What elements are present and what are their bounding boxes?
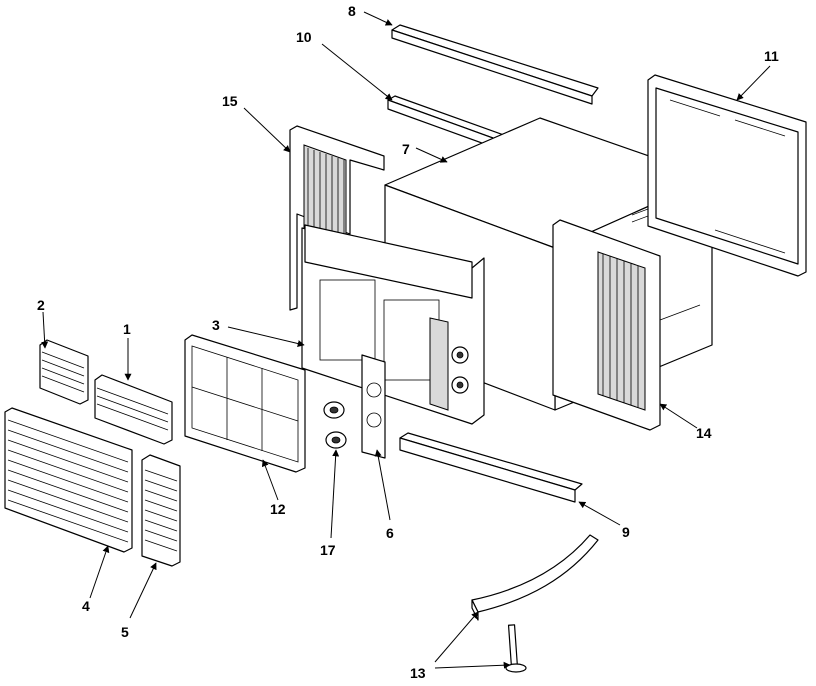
label-part-10: 10 <box>296 29 312 45</box>
label-part-8: 8 <box>348 3 356 19</box>
callout-labels: 8 10 11 15 7 2 1 3 14 12 9 4 17 6 5 13 <box>37 3 779 681</box>
label-part-11: 11 <box>764 48 779 64</box>
label-part-4: 4 <box>82 598 90 614</box>
label-part-13: 13 <box>410 665 426 681</box>
part-2-louver-assembly <box>39 339 89 405</box>
label-part-15: 15 <box>222 93 238 109</box>
part-11-back-panel <box>647 74 807 277</box>
label-part-3: 3 <box>212 317 220 333</box>
label-part-2: 2 <box>37 297 45 313</box>
part-3-front-frame <box>301 224 485 425</box>
label-part-1: 1 <box>123 321 131 337</box>
part-1-louver-assembly <box>94 374 173 445</box>
label-part-5: 5 <box>121 624 129 640</box>
part-4-front-grille <box>4 407 133 553</box>
part-13-support-bracket <box>471 534 599 673</box>
part-9-bottom-rail <box>399 432 583 503</box>
leader-lines <box>41 11 771 669</box>
part-14-right-side-panel <box>552 219 661 431</box>
label-part-6: 6 <box>386 525 394 541</box>
part-12-air-filter <box>184 334 306 473</box>
label-part-14: 14 <box>696 425 712 441</box>
label-part-17: 17 <box>320 542 336 558</box>
label-part-7: 7 <box>402 141 410 157</box>
label-part-9: 9 <box>622 524 630 540</box>
part-5-side-grille <box>141 454 181 567</box>
label-part-12: 12 <box>270 501 286 517</box>
part-6-control-plate <box>361 354 386 459</box>
part-8-top-rail <box>391 24 599 105</box>
part-17-control-knobs <box>323 401 347 449</box>
